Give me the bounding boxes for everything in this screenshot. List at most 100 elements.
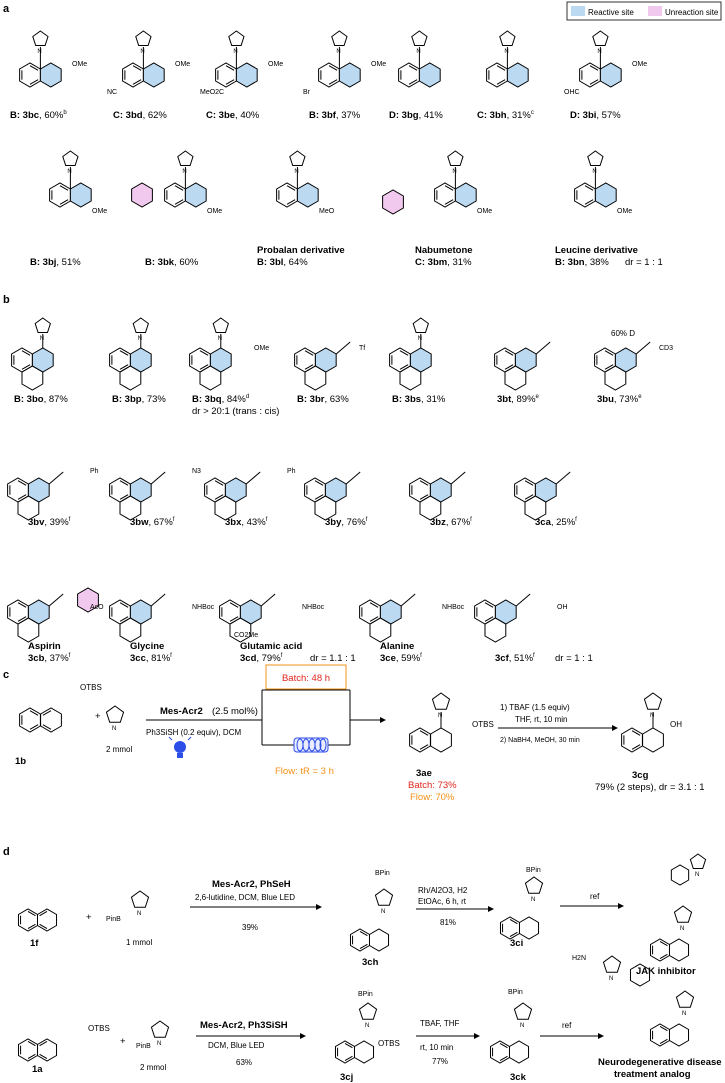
d1-p2-bpin: BPin — [526, 867, 541, 874]
aromatic-ring — [17, 617, 40, 643]
scheme-c: 1b OTBS + 2 mmol Mes-Acr2 (2.5 mol%) Ph3… — [15, 664, 705, 803]
pyrazole-ring — [592, 30, 609, 46]
pyrazole-ring — [212, 317, 229, 333]
b1-3bq-dr: dr > 20:1 (trans : cis) — [192, 406, 279, 417]
svg-text:B: 3bf, 37%: B: 3bf, 37% — [309, 110, 361, 121]
reactive-ring — [429, 477, 452, 503]
d1-target: JAK inhibitor — [636, 966, 696, 977]
aromatic-ring — [7, 477, 29, 503]
aromatic-ring — [276, 182, 298, 208]
pyrazole-ring — [673, 905, 693, 923]
aromatic-ring — [109, 599, 131, 625]
svg-text:N: N — [504, 49, 508, 55]
aromatic-ring — [119, 495, 142, 521]
c-batch-yield: Batch: 73% — [408, 780, 457, 791]
aromatic-ring — [419, 495, 442, 521]
aromatic-ring — [204, 477, 226, 503]
b3-3ce-substituent: NHBoc — [442, 604, 465, 611]
a2-3bk-substituent: OMe — [207, 208, 222, 215]
a2-3bn-substituent: OMe — [617, 208, 632, 215]
svg-text:D: 3bg, 41%: D: 3bg, 41% — [389, 110, 443, 121]
b2-3bv-label: 3bv, 39%fPh — [28, 468, 99, 528]
reactive-ring — [235, 62, 258, 88]
a2-3bn-dr: dr = 1 : 1 — [625, 257, 663, 268]
pyrazole-ring — [643, 692, 663, 710]
svg-text:3ca, 25%f: 3ca, 25%f — [535, 517, 577, 528]
ring — [508, 1040, 530, 1064]
d2-yield1: 63% — [236, 1058, 252, 1067]
legend-reactive-label: Reactive site — [588, 8, 634, 17]
ring — [518, 916, 540, 940]
svg-text:C: 3be, 40%: C: 3be, 40% — [206, 110, 260, 121]
svg-text:N: N — [520, 1023, 524, 1029]
a2-3bm-name: Nabumetone — [415, 245, 473, 256]
pyridine-ring — [670, 864, 690, 886]
aromatic-ring — [604, 365, 627, 391]
aromatic-ring — [294, 347, 316, 373]
svg-text:3bz, 67%f: 3bz, 67%f — [430, 517, 472, 528]
svg-text:3cb, 37%f: 3cb, 37%f — [28, 653, 71, 664]
c-prod-id: 3ae — [416, 768, 432, 779]
d2-amine: H2N — [572, 955, 586, 962]
d1-yield1: 39% — [242, 923, 258, 932]
svg-text:N: N — [695, 872, 699, 878]
svg-text:N: N — [452, 169, 456, 175]
a1-3bi-substituent: OMe — [632, 61, 647, 68]
d2-p1-otbs: OTBS — [378, 1039, 400, 1048]
quinoline-ring — [40, 707, 62, 733]
pyrazole-ring — [62, 150, 79, 166]
pyrazole-ring — [32, 30, 49, 46]
d2-t1: TBAF, THF — [420, 1019, 460, 1028]
d2-target2: treatment analog — [614, 1069, 691, 1080]
legend: Reactive site Unreaction site — [566, 1, 722, 21]
svg-text:N: N — [294, 169, 298, 175]
b1-3bu-substituent: CD3 — [659, 345, 673, 352]
reactive-ring — [142, 62, 165, 88]
svg-text:N: N — [137, 911, 141, 917]
quinoline-ring — [489, 1040, 511, 1064]
d2-p1-id: 3cj — [340, 1072, 353, 1083]
pyrazole-ring — [587, 150, 604, 166]
aromatic-ring — [389, 347, 411, 373]
svg-text:3by, 76%f: 3by, 76%f — [325, 517, 368, 528]
b3-3ce-name: Alanine — [380, 641, 414, 652]
d2-sm-id: 1a — [32, 1064, 43, 1075]
reactive-ring — [209, 347, 232, 373]
c-final-oh: OH — [670, 720, 682, 729]
aromatic-ring — [119, 365, 142, 391]
aromatic-ring — [398, 62, 420, 88]
b3-3cd-substituent: NHBoc — [302, 604, 325, 611]
a2-3bj-substituent: OMe — [92, 208, 107, 215]
b2-3ca-label: 3ca, 25%f — [535, 517, 577, 528]
legend-reactive-swatch — [571, 6, 585, 16]
unreactive-ring — [77, 587, 99, 613]
svg-text:3cd, 79%f: 3cd, 79%f — [240, 653, 283, 664]
d1-cond2: 2,6-lutidine, DCM, Blue LED — [195, 893, 295, 902]
pyrazole-ring — [34, 317, 51, 333]
reactive-ring — [31, 347, 54, 373]
d2-amount: 2 mmol — [140, 1063, 166, 1072]
aromatic-ring — [304, 365, 327, 391]
pyrazole-ring — [135, 30, 152, 46]
b2-3bz-label: 3bz, 67%f — [430, 517, 472, 528]
b1-3bp-label: B: 3bp, 73% — [112, 394, 166, 405]
aromatic-ring — [524, 495, 547, 521]
reactive-ring — [454, 182, 477, 208]
a1-3bd-substituent-2: NC — [107, 89, 117, 96]
a1-3bi-substituent-2: OHC — [564, 89, 580, 96]
c-prod-otbs: OTBS — [472, 720, 494, 729]
d1-yield2: 81% — [440, 918, 456, 927]
aromatic-ring — [359, 599, 381, 625]
reactive-ring — [296, 182, 319, 208]
d1-h1: Rh/Al2O3, H2 — [418, 886, 468, 895]
reactive-ring — [239, 599, 262, 625]
reactive-ring — [129, 477, 152, 503]
c-pyrazole-amount: 2 mmol — [106, 745, 132, 754]
aromatic-ring — [19, 62, 41, 88]
d2-ref: ref — [562, 1021, 572, 1030]
